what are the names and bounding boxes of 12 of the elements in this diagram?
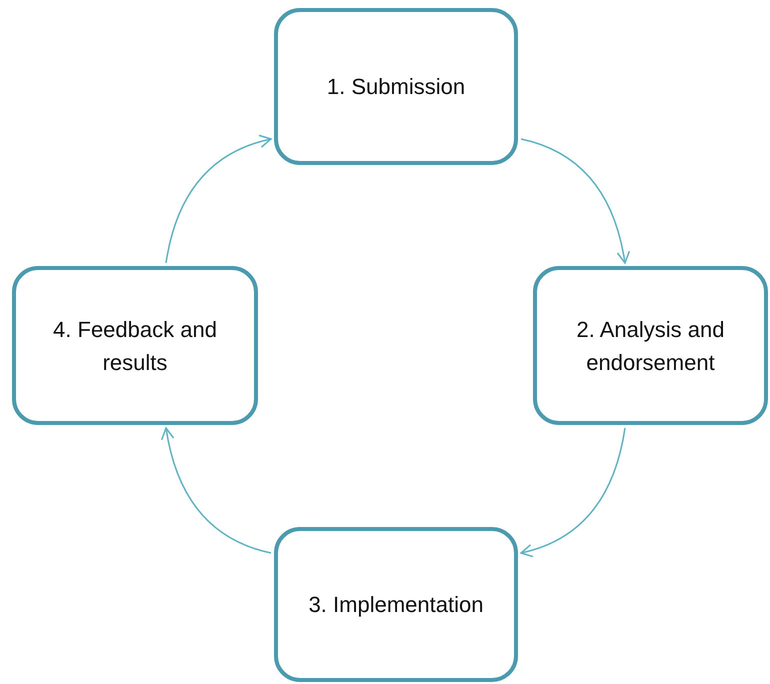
process-box — [274, 527, 518, 682]
curved-arrow — [161, 427, 272, 554]
step-label: 2. Analysis and endorsement — [576, 316, 726, 376]
process-box — [12, 266, 258, 425]
step-label: 1. Submission — [326, 73, 466, 101]
process-box — [533, 266, 768, 425]
curved-arrow — [165, 135, 272, 264]
step-label: 4. Feedback and results — [52, 316, 218, 376]
process-box — [274, 8, 518, 165]
curved-arrow — [520, 138, 630, 264]
step-label: 3. Implementation — [308, 591, 484, 619]
curved-arrow — [520, 428, 626, 557]
